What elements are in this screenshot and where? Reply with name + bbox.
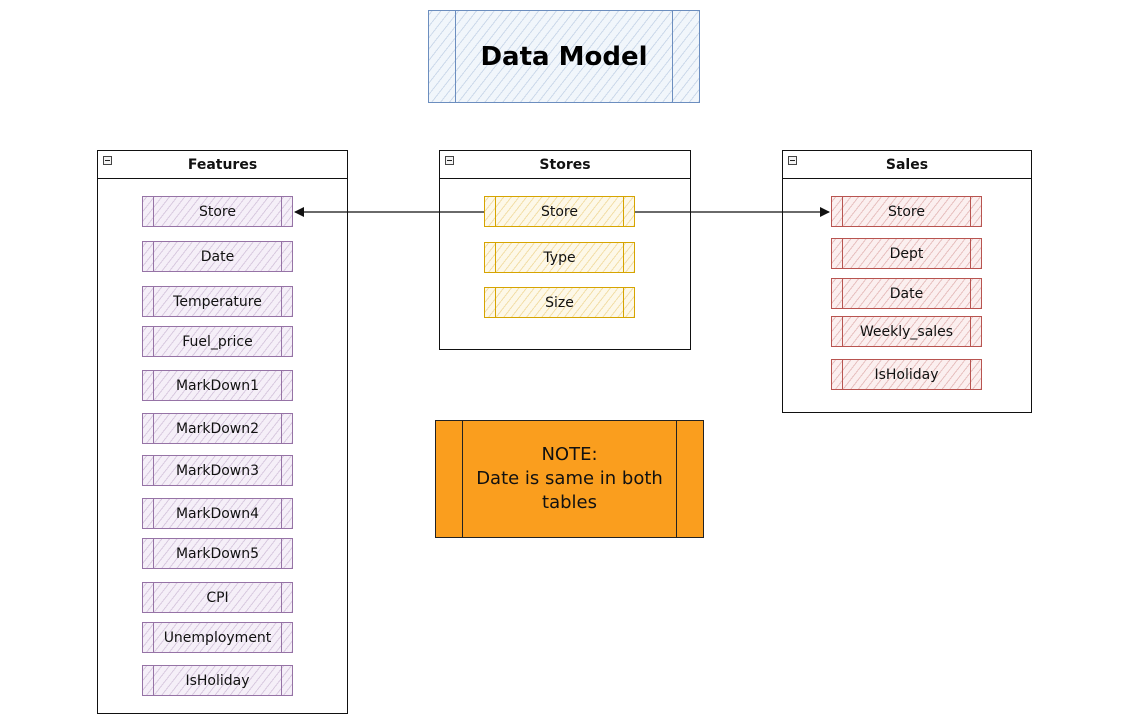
table-features-header[interactable]: Features	[98, 151, 347, 179]
sales-field-store[interactable]: Store	[831, 196, 982, 227]
table-stores-header[interactable]: Stores	[440, 151, 690, 179]
field-label: Dept	[889, 245, 924, 262]
sales-field-isholiday[interactable]: IsHoliday	[831, 359, 982, 390]
field-label: Store	[540, 203, 578, 220]
field-label: Date	[889, 285, 924, 302]
field-label: Weekly_sales	[859, 323, 954, 340]
title-right-divider	[672, 11, 673, 102]
title-left-divider	[455, 11, 456, 102]
table-sales-header[interactable]: Sales	[783, 151, 1031, 179]
features-field-markdown5[interactable]: MarkDown5	[142, 538, 293, 569]
features-field-date[interactable]: Date	[142, 241, 293, 272]
features-field-unemployment[interactable]: Unemployment	[142, 622, 293, 653]
note-heading: NOTE:	[541, 444, 598, 465]
field-label: MarkDown3	[175, 462, 260, 479]
sales-field-date[interactable]: Date	[831, 278, 982, 309]
features-field-markdown3[interactable]: MarkDown3	[142, 455, 293, 486]
field-label: Date	[200, 248, 235, 265]
collapse-icon[interactable]	[445, 156, 454, 165]
field-label: MarkDown1	[175, 377, 260, 394]
table-sales-title: Sales	[885, 156, 929, 173]
table-stores-title: Stores	[539, 156, 591, 173]
field-label: MarkDown5	[175, 545, 260, 562]
stores-field-store[interactable]: Store	[484, 196, 635, 227]
stores-field-size[interactable]: Size	[484, 287, 635, 318]
sales-field-dept[interactable]: Dept	[831, 238, 982, 269]
features-field-fuel-price[interactable]: Fuel_price	[142, 326, 293, 357]
field-label: Unemployment	[163, 629, 272, 646]
field-label: IsHoliday	[874, 366, 939, 383]
field-label: MarkDown2	[175, 420, 260, 437]
note-left-divider	[462, 421, 463, 537]
field-label: Fuel_price	[182, 333, 253, 350]
table-features-title: Features	[187, 156, 258, 173]
collapse-icon[interactable]	[103, 156, 112, 165]
field-label: CPI	[206, 589, 229, 606]
field-label: Store	[198, 203, 236, 220]
collapse-icon[interactable]	[788, 156, 797, 165]
field-label: IsHoliday	[185, 672, 250, 689]
field-label: Type	[543, 249, 576, 266]
note-body: Date is same in both tables	[476, 468, 663, 513]
note-text: NOTE: Date is same in both tables	[465, 443, 675, 515]
features-field-markdown2[interactable]: MarkDown2	[142, 413, 293, 444]
diagram-title: Data Model	[480, 41, 648, 72]
features-field-store[interactable]: Store	[142, 196, 293, 227]
field-label: Temperature	[173, 293, 262, 310]
field-label: Store	[887, 203, 925, 220]
sales-field-weekly-sales[interactable]: Weekly_sales	[831, 316, 982, 347]
note-right-divider	[676, 421, 677, 537]
diagram-title-box[interactable]: Data Model	[428, 10, 700, 103]
field-label: Size	[545, 294, 574, 311]
features-field-cpi[interactable]: CPI	[142, 582, 293, 613]
stores-field-type[interactable]: Type	[484, 242, 635, 273]
features-field-temperature[interactable]: Temperature	[142, 286, 293, 317]
features-field-isholiday[interactable]: IsHoliday	[142, 665, 293, 696]
field-label: MarkDown4	[175, 505, 260, 522]
features-field-markdown4[interactable]: MarkDown4	[142, 498, 293, 529]
features-field-markdown1[interactable]: MarkDown1	[142, 370, 293, 401]
note-box[interactable]: NOTE: Date is same in both tables	[435, 420, 704, 538]
